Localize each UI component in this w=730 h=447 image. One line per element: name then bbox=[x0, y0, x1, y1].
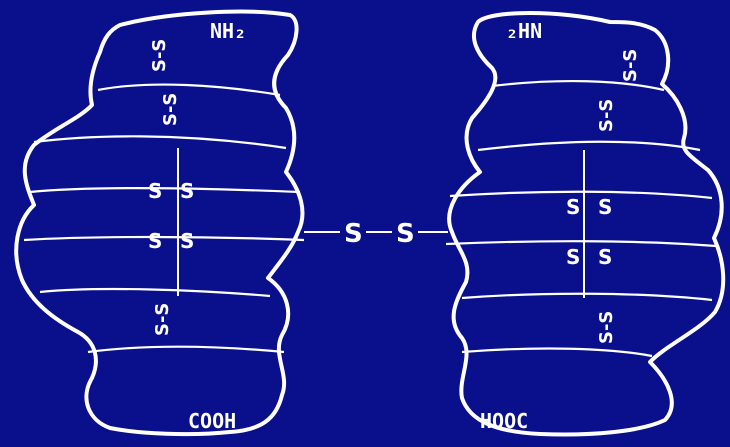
left-n-terminus: NH₂ bbox=[210, 19, 246, 43]
right-domain-5 bbox=[462, 294, 712, 300]
left-outline bbox=[16, 12, 302, 434]
left-molecule: NH₂ COOH S-S S-S S S S S S-S bbox=[16, 12, 304, 434]
right-domain-3 bbox=[450, 192, 712, 198]
interchain-s-1: S bbox=[344, 219, 363, 249]
right-bond-3: S bbox=[566, 195, 580, 219]
right-bond-2: S-S bbox=[596, 99, 617, 132]
right-domain-4 bbox=[446, 241, 716, 246]
left-domain-2 bbox=[34, 136, 286, 148]
right-domain-2 bbox=[478, 142, 700, 150]
right-bond-5: S bbox=[566, 245, 580, 269]
left-bond-5: S bbox=[148, 229, 162, 253]
left-bond-7: S-S bbox=[152, 303, 173, 336]
right-outline bbox=[449, 13, 723, 434]
right-bond-1: S-S bbox=[620, 49, 641, 82]
interchain-disulfide: S S bbox=[304, 219, 448, 249]
left-bond-2: S-S bbox=[160, 93, 181, 126]
left-domain-5 bbox=[40, 289, 270, 296]
right-c-terminus: HOOC bbox=[480, 409, 528, 433]
left-domain-3 bbox=[30, 188, 300, 192]
left-bond-6: S bbox=[180, 229, 194, 253]
right-bond-4: S bbox=[598, 195, 612, 219]
left-bond-1: S-S bbox=[149, 39, 170, 72]
left-domain-6 bbox=[88, 347, 284, 352]
interchain-s-2: S bbox=[396, 219, 415, 249]
left-bond-4: S bbox=[180, 179, 194, 203]
right-n-terminus: ₂HN bbox=[506, 19, 542, 43]
left-domain-1 bbox=[98, 85, 280, 95]
left-bond-3: S bbox=[148, 179, 162, 203]
right-domain-6 bbox=[462, 349, 652, 356]
right-bond-6: S bbox=[598, 245, 612, 269]
left-domain-4 bbox=[24, 237, 304, 240]
right-bond-7: S-S bbox=[596, 311, 617, 344]
left-c-terminus: COOH bbox=[188, 409, 236, 433]
right-molecule: ₂HN HOOC S-S S-S S S S S S-S bbox=[446, 13, 723, 434]
